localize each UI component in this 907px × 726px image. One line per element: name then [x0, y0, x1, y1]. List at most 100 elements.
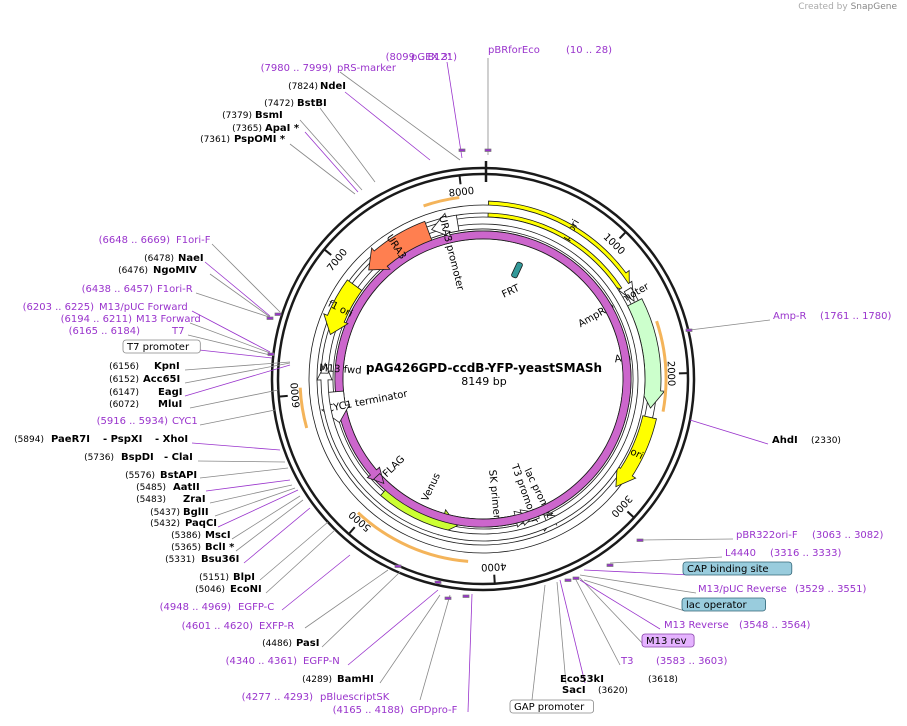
map-label-79: pBluescriptSK	[320, 692, 390, 703]
map-label-69: EGFP-C	[238, 602, 274, 613]
leader-line-2	[339, 71, 461, 161]
map-label-1: pGEX 3'	[411, 52, 451, 63]
map-label-92-box	[681, 597, 766, 612]
map-label-40: CYC1	[172, 416, 198, 427]
tick-mark-3000	[626, 510, 635, 519]
map-label-4: (7980 .. 7999)	[261, 63, 333, 74]
primer-mark-9	[564, 578, 572, 582]
leader-line-7	[289, 143, 356, 195]
feature-8	[334, 230, 632, 528]
leader-line-47	[579, 574, 697, 594]
primer-mark-3	[267, 352, 275, 356]
map-label-23: F1ori-R	[157, 284, 193, 295]
leader-line-26	[214, 487, 296, 517]
tick-mark-1000	[618, 231, 627, 240]
map-label-92: lac operator	[686, 600, 747, 611]
map-label-57: PaqCI	[185, 518, 217, 529]
leader-line-49	[609, 556, 723, 564]
map-label-55: BglII	[183, 507, 209, 518]
backbone-inner	[276, 172, 690, 586]
leader-line-48	[583, 569, 691, 576]
leader-line-45	[579, 579, 661, 630]
map-label-45: (5736)	[84, 453, 114, 463]
leader-line-33	[281, 554, 351, 611]
feature-10-label: M13 fwd	[319, 363, 362, 377]
leader-line-46	[583, 579, 686, 612]
leader-line-22	[197, 460, 286, 463]
feature-8-label: FLAG	[381, 454, 407, 480]
primer-mark-8	[462, 594, 470, 598]
map-label-14: (7361)	[200, 135, 230, 145]
map-label-32: KpnI	[154, 361, 180, 372]
tick-mark-4000	[493, 574, 496, 584]
map-label-26: (6194 .. 6211)	[61, 314, 133, 325]
primer-mark-7	[444, 596, 452, 600]
leader-line-5	[299, 119, 363, 191]
tick-mark-7000	[323, 248, 332, 256]
leader-line-32	[265, 529, 336, 594]
map-label-28: (6165 .. 6184)	[69, 326, 141, 337]
leader-line-11	[195, 292, 273, 319]
leader-line-25	[209, 484, 293, 504]
primer-mark-11	[606, 563, 614, 567]
credit-brand: SnapGene	[850, 2, 897, 12]
map-label-12: (7365)	[232, 124, 262, 134]
tick-label-4000: 4000	[481, 560, 507, 572]
map-label-50: (5485)	[136, 483, 166, 493]
feature-12	[368, 220, 433, 271]
map-label-25: M13/pUC Forward	[99, 302, 188, 313]
map-label-58: (5386)	[171, 531, 201, 541]
feature-13	[431, 212, 460, 238]
map-label-91: (3548 .. 3564)	[739, 620, 811, 631]
map-label-10: (7379)	[222, 111, 252, 121]
map-label-83: SacI	[562, 685, 586, 696]
leader-line-50	[639, 538, 734, 541]
map-label-76: (4289)	[302, 675, 332, 685]
tick-mark-8000	[458, 175, 462, 185]
map-label-16: (6648 .. 6669)	[99, 235, 171, 246]
map-label-95: CAP binding site	[687, 564, 769, 575]
highlight-arc-1	[356, 511, 469, 563]
map-label-53: ZraI	[183, 494, 206, 505]
map-label-21: NgoMIV	[153, 265, 197, 276]
leader-line-27	[217, 489, 299, 528]
map-label-38: MluI	[158, 399, 182, 410]
map-label-103: (1761 .. 1780)	[820, 311, 892, 322]
primer-mark-5	[394, 564, 402, 568]
map-label-20: (6476)	[118, 266, 148, 276]
map-label-67: EcoNI	[230, 584, 262, 595]
map-label-30: T7 promoter	[126, 342, 190, 353]
map-label-22: (6438 .. 6457)	[82, 284, 154, 295]
map-label-85: Eco53kI	[560, 674, 604, 685]
map-label-43: - PspXI	[103, 434, 142, 445]
map-label-6: (7824)	[288, 82, 318, 92]
map-label-90: M13 Reverse	[664, 620, 729, 631]
feature-10	[316, 216, 646, 542]
highlight-arc-2	[298, 387, 309, 429]
map-label-80: (4165 .. 4188)	[333, 705, 405, 716]
map-label-88: (3583 .. 3603)	[656, 656, 728, 667]
map-label-36: EagI	[158, 387, 182, 398]
leader-line-15	[189, 348, 273, 359]
leader-line-51	[689, 419, 769, 445]
map-label-65: BlpI	[233, 572, 255, 583]
map-label-61: BclI *	[205, 542, 235, 553]
leader-line-24	[205, 479, 291, 492]
tick-label-2000: 2000	[665, 361, 677, 387]
map-label-29: T7	[171, 326, 184, 337]
snapgene-credit: Created by SnapGene	[798, 2, 897, 12]
leader-line-42	[559, 579, 586, 684]
primer-mark-0	[458, 148, 466, 152]
leader-line-30	[243, 507, 311, 564]
leader-line-23	[199, 467, 289, 479]
map-label-2: pBRforEco	[488, 45, 540, 56]
map-label-48: (5576)	[125, 471, 155, 481]
map-label-87: T3	[620, 656, 633, 667]
tick-label-8000: 8000	[448, 186, 475, 200]
map-label-99: (3063 .. 3082)	[812, 530, 884, 541]
tick-mark-6000	[278, 394, 288, 398]
map-label-63: Bsu36I	[201, 554, 239, 565]
map-label-100: AhdI	[772, 435, 798, 446]
primer-mark-12	[636, 538, 644, 542]
feature-3-label: ori	[628, 447, 645, 463]
